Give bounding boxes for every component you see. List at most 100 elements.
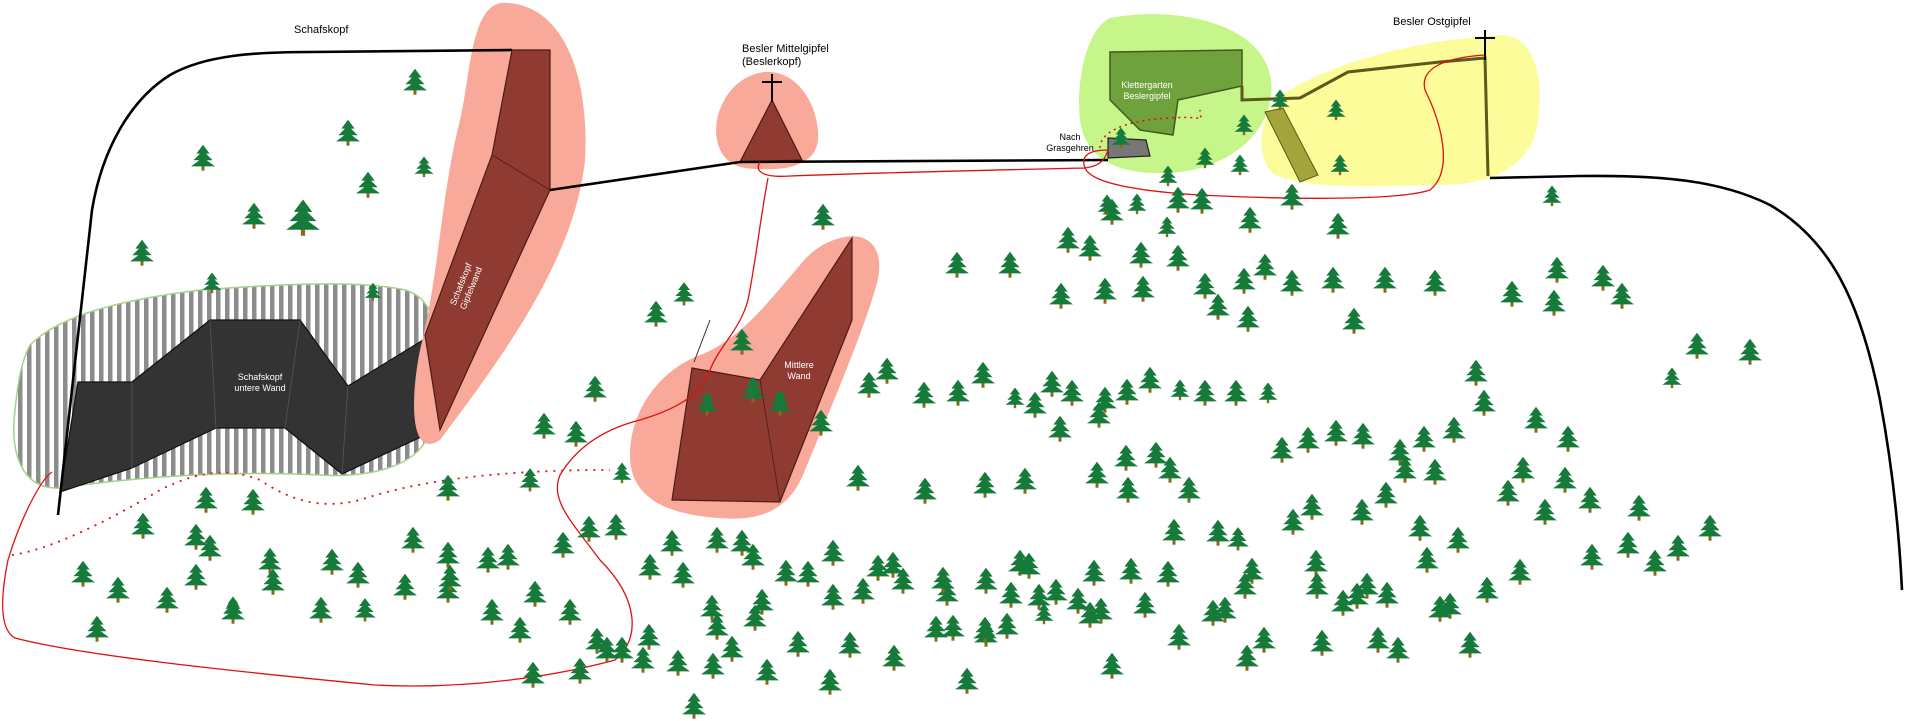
tree-icon xyxy=(1253,253,1277,280)
tree-icon xyxy=(1326,212,1350,239)
tree-icon xyxy=(436,576,460,603)
tree-icon xyxy=(1580,543,1604,570)
tree-icon xyxy=(414,156,434,178)
tree-icon xyxy=(1627,494,1651,521)
tree-icon xyxy=(1017,552,1041,579)
tree-icon xyxy=(1129,241,1153,268)
tree-icon xyxy=(673,282,695,306)
tree-icon xyxy=(1442,416,1466,443)
summit-cross-icon xyxy=(1475,30,1495,60)
tree-icon xyxy=(866,554,890,581)
forest xyxy=(71,68,1762,719)
tree-icon xyxy=(1085,461,1109,488)
tree-icon xyxy=(286,199,320,236)
tree-icon xyxy=(995,612,1019,639)
tree-icon xyxy=(71,560,95,587)
tree-icon xyxy=(811,203,835,230)
tree-icon xyxy=(585,627,609,654)
label-besler-mittelgipfel-line1: Besler Mittelgipfel xyxy=(742,43,829,55)
tree-icon xyxy=(1423,458,1447,485)
tree-icon xyxy=(595,636,619,663)
tree-icon xyxy=(955,667,979,694)
tree-icon xyxy=(184,563,208,590)
tree-icon xyxy=(1305,572,1329,599)
tree-icon xyxy=(631,646,655,673)
tree-icon xyxy=(194,486,218,513)
tree-icon xyxy=(1351,422,1375,449)
tree-icon xyxy=(750,588,774,615)
tree-icon xyxy=(1166,186,1190,213)
tree-icon xyxy=(1355,572,1379,599)
tree-icon xyxy=(1446,526,1470,553)
tree-icon xyxy=(1093,277,1117,304)
tree-icon xyxy=(476,546,500,573)
tree-icon xyxy=(660,529,684,556)
tree-icon xyxy=(1524,406,1548,433)
label-nach-line2: Grasgehren xyxy=(1046,143,1094,153)
tree-icon xyxy=(1350,498,1374,525)
tree-icon xyxy=(774,559,798,586)
label-klettergarten-line2: Beslergipfel xyxy=(1123,91,1171,101)
tree-icon xyxy=(741,376,765,403)
tree-icon xyxy=(558,598,582,625)
tree-icon xyxy=(881,551,905,578)
tree-icon xyxy=(1158,165,1178,187)
label-besler-ostgipfel: Besler Ostgipfel xyxy=(1393,16,1471,28)
tree-icon xyxy=(131,512,155,539)
tree-icon xyxy=(1545,256,1569,283)
tree-icon xyxy=(1331,589,1355,616)
tree-icon xyxy=(730,529,754,556)
tree-icon xyxy=(1508,558,1532,585)
tree-icon xyxy=(583,375,607,402)
tree-icon xyxy=(644,300,668,327)
tree-icon xyxy=(1060,379,1084,406)
tree-icon xyxy=(1296,426,1320,453)
tree-icon xyxy=(1048,415,1072,442)
tree-icon xyxy=(1097,194,1117,216)
tree-icon xyxy=(242,202,266,229)
tree-icon xyxy=(700,594,724,621)
tree-icon xyxy=(1177,476,1201,503)
tree-icon xyxy=(1201,599,1225,626)
tree-icon xyxy=(1114,444,1138,471)
tree-icon xyxy=(1666,534,1690,561)
label-schafskopf-untere-wand: Schafskopf untere Wand xyxy=(228,372,292,394)
tree-icon xyxy=(1056,226,1080,253)
tree-icon xyxy=(838,631,862,658)
tree-icon xyxy=(1280,269,1304,296)
tree-icon xyxy=(1475,576,1499,603)
tree-icon xyxy=(1373,266,1397,293)
ridge-line-ost xyxy=(1489,174,1904,591)
tree-icon xyxy=(638,553,662,580)
tree-icon xyxy=(1138,366,1162,393)
rock-klettergarten xyxy=(1109,49,1243,136)
tree-icon xyxy=(1115,378,1139,405)
tree-icon xyxy=(155,586,179,613)
tree-icon xyxy=(1280,183,1304,210)
tree-icon xyxy=(682,692,706,719)
route-line-west xyxy=(2,177,769,687)
halo-besler-ostgipfel xyxy=(1261,34,1540,187)
tree-icon xyxy=(1464,359,1488,386)
tree-icon xyxy=(1119,557,1143,584)
tree-icon xyxy=(1542,185,1562,207)
tree-icon xyxy=(1270,89,1290,111)
tree-icon xyxy=(184,523,208,550)
tree-icon xyxy=(521,661,545,688)
tree-icon xyxy=(356,171,380,198)
tree-icon xyxy=(1258,382,1278,404)
tree-icon xyxy=(1610,282,1634,309)
tree-icon xyxy=(851,577,875,604)
tree-icon xyxy=(1005,387,1025,409)
tree-icon xyxy=(198,534,222,561)
tree-icon xyxy=(1232,267,1256,294)
tree-icon xyxy=(941,614,965,641)
tree-icon xyxy=(730,328,754,355)
tree-icon xyxy=(1386,636,1410,663)
tree-icon xyxy=(1089,597,1113,624)
tree-icon xyxy=(998,251,1022,278)
tree-icon xyxy=(1157,216,1177,238)
tree-icon xyxy=(846,464,870,491)
route-line-grey-stick xyxy=(693,319,711,363)
tree-icon xyxy=(393,573,417,600)
